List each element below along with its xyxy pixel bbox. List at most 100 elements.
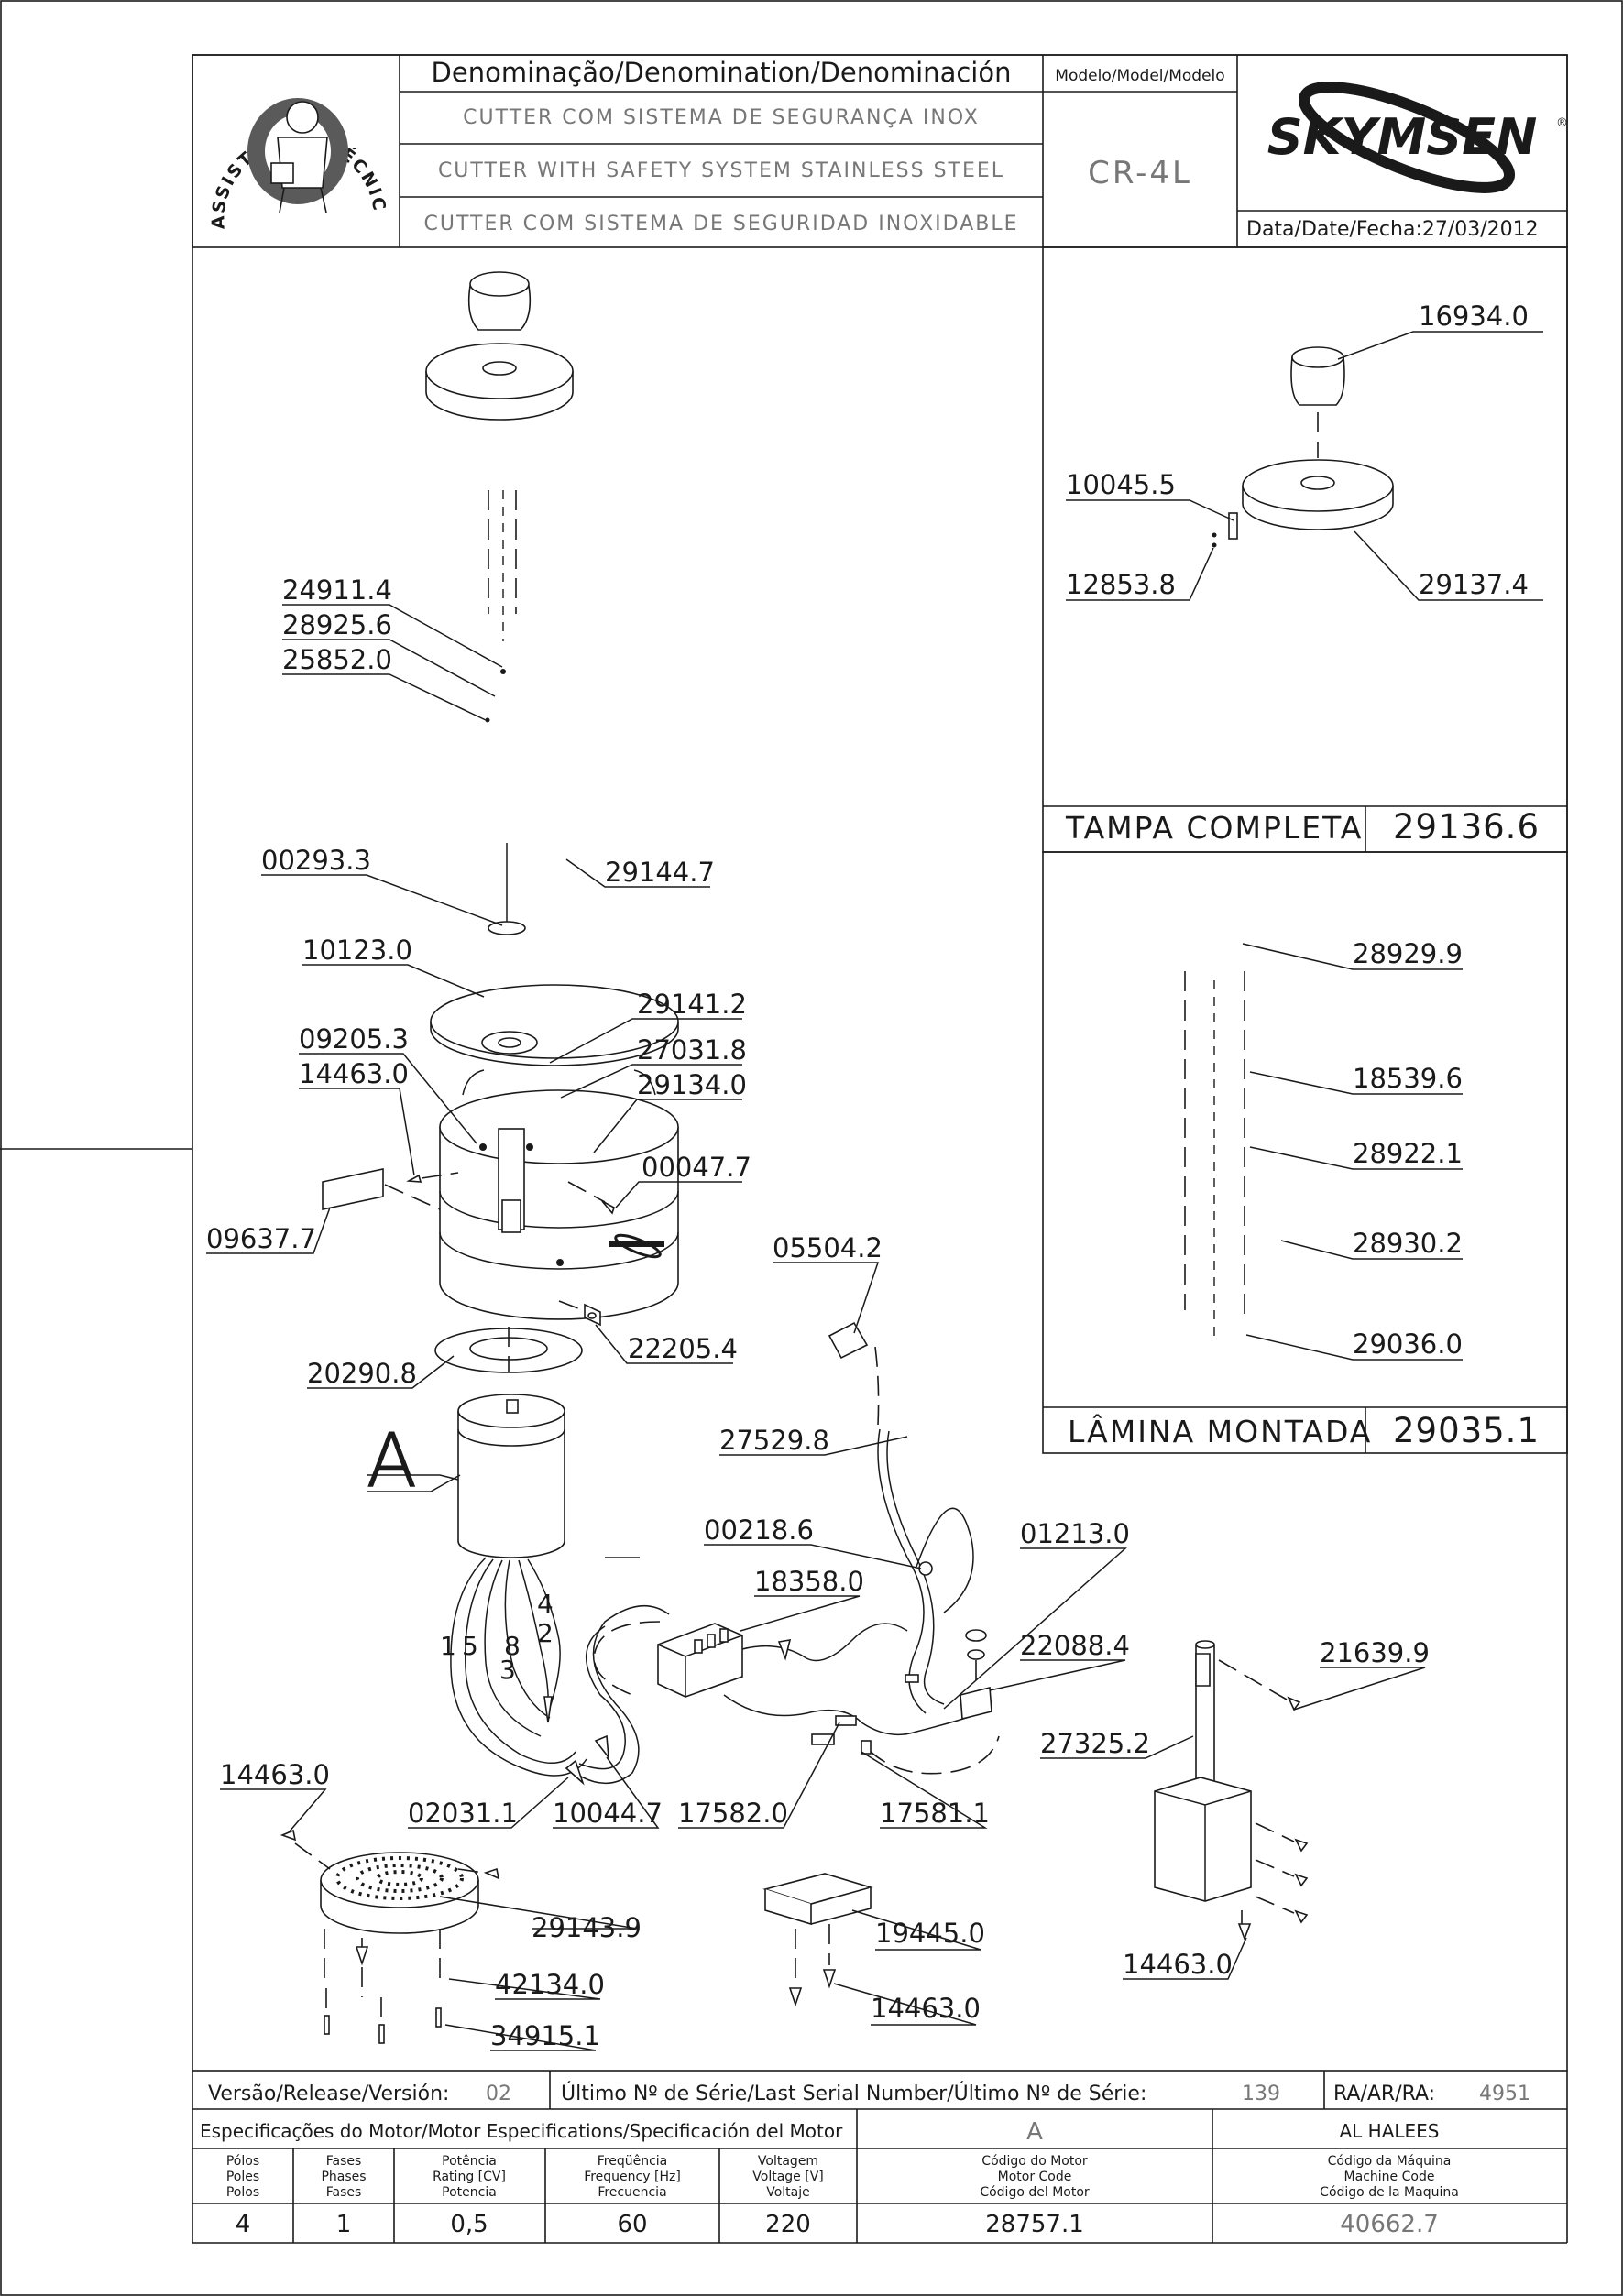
- part-label: 34915.1: [490, 2020, 600, 2051]
- skymsen-logo: SKYMSEN ®: [1267, 82, 1568, 193]
- part-label: 09637.7: [206, 1223, 316, 1254]
- blade-assembly-title: LÂMINA MONTADA: [1068, 1413, 1372, 1449]
- svg-text:Rating [CV]: Rating [CV]: [433, 2170, 506, 2184]
- svg-text:Código de la Maquina: Código de la Maquina: [1320, 2185, 1459, 2200]
- spec-column-machine-code: Código da Máquina Machine Code Código de…: [1320, 2154, 1459, 2238]
- wire-number: 8: [504, 1631, 521, 1661]
- spec-column-poles: Pólos Poles Polos 4: [226, 2154, 259, 2238]
- spec-value: 4: [236, 2211, 251, 2238]
- part-label: 14463.0: [299, 1058, 409, 1089]
- spec-table: Versão/Release/Versión: 02 Último Nº de …: [192, 2071, 1568, 2244]
- spec-column-phases: Fases Phases Fases 1: [321, 2154, 366, 2238]
- part-label: 10045.5: [1066, 469, 1176, 500]
- part-label: 22088.4: [1020, 1630, 1130, 1661]
- svg-text:Phases: Phases: [321, 2170, 366, 2184]
- spec-value: 60: [617, 2211, 647, 2238]
- svg-text:Código da Máquina: Código da Máquina: [1328, 2154, 1452, 2169]
- lid-assembly-title: TAMPA COMPLETA: [1065, 810, 1363, 846]
- part-label: 28925.6: [282, 609, 392, 640]
- svg-text:Voltaje: Voltaje: [766, 2185, 810, 2200]
- svg-text:Código do Motor: Código do Motor: [981, 2154, 1088, 2169]
- part-label: 17582.0: [678, 1798, 788, 1829]
- lid-assembly-code: 29136.6: [1393, 807, 1540, 847]
- part-label: 14463.0: [871, 1993, 981, 2024]
- part-label: 14463.0: [220, 1759, 330, 1790]
- part-label: 17581.1: [880, 1798, 990, 1829]
- technical-assistance-seal: ASSISTÊNCIA TÉCNICA AUTORIZADA: [0, 0, 388, 229]
- part-label: 00047.7: [642, 1152, 751, 1183]
- part-label: 18358.0: [754, 1566, 864, 1597]
- part-label: 02031.1: [408, 1798, 518, 1829]
- part-label: 16934.0: [1419, 301, 1529, 332]
- part-label: 19445.0: [875, 1918, 985, 1949]
- product-name-en: CUTTER WITH SAFETY SYSTEM STAINLESS STEE…: [438, 159, 1004, 182]
- part-label: 27325.2: [1040, 1728, 1150, 1759]
- spec-column-frequency: Freqüência Frequency [Hz] Frecuencia 60: [584, 2154, 681, 2238]
- svg-text:Potencia: Potencia: [442, 2185, 497, 2200]
- part-label: 18539.6: [1353, 1063, 1463, 1094]
- motor-callout-letter: A: [367, 1418, 417, 1503]
- part-label: 09205.3: [299, 1023, 409, 1055]
- lid-assembly-panel: TAMPA COMPLETA 29136.6 16934.0 10045.5 1…: [1042, 246, 1568, 853]
- serial-value: 139: [1242, 2083, 1280, 2105]
- version-value: 02: [486, 2083, 511, 2105]
- svg-text:Código del Motor: Código del Motor: [980, 2185, 1090, 2200]
- part-label: 10123.0: [302, 935, 412, 966]
- part-label: 28930.2: [1353, 1228, 1463, 1259]
- part-label: 24911.4: [282, 574, 392, 606]
- registered-mark-icon: ®: [1556, 116, 1568, 130]
- motor-spec-label: Especificações do Motor/Motor Especifica…: [200, 2120, 843, 2142]
- svg-text:Fases: Fases: [326, 2154, 362, 2169]
- svg-text:Voltage [V]: Voltage [V]: [752, 2170, 823, 2184]
- wire-number: 5: [462, 1631, 478, 1661]
- model-label: Modelo/Model/Modelo: [1055, 67, 1224, 85]
- part-label: 05504.2: [773, 1232, 883, 1263]
- drawing-frame: [192, 54, 1568, 2072]
- blade-assembly-code: 29035.1: [1393, 1411, 1540, 1450]
- motor-letter: A: [1026, 2118, 1043, 2146]
- blade-assembly-panel: LÂMINA MONTADA 29035.1 28929.9 18539.6 2…: [1042, 851, 1568, 1454]
- spec-value: 1: [336, 2211, 352, 2238]
- denomination-title: Denominação/Denomination/Denominación: [432, 57, 1012, 88]
- spec-value: 28757.1: [985, 2211, 1084, 2238]
- customer-name: AL HALEES: [1339, 2120, 1439, 2142]
- svg-text:Potência: Potência: [442, 2154, 497, 2169]
- spec-column-voltage: Voltagem Voltage [V] Voltaje 220: [752, 2154, 823, 2238]
- wire-number: 1: [440, 1631, 456, 1661]
- part-label: 27529.8: [719, 1425, 829, 1456]
- part-label: 00293.3: [261, 845, 371, 876]
- part-label: 10044.7: [553, 1798, 663, 1829]
- serial-label: Último Nº de Série/Last Serial Number/Úl…: [561, 2082, 1146, 2105]
- part-label: 42134.0: [495, 1969, 605, 2000]
- svg-text:Machine Code: Machine Code: [1344, 2170, 1435, 2184]
- model-value: CR-4L: [1088, 155, 1192, 191]
- product-name-pt: CUTTER COM SISTEMA DE SEGURANÇA INOX: [463, 106, 980, 129]
- part-label: 21639.9: [1320, 1637, 1430, 1668]
- brand-name: SKYMSEN: [1267, 108, 1538, 166]
- part-label: 00218.6: [704, 1514, 814, 1546]
- svg-text:Voltagem: Voltagem: [758, 2154, 818, 2169]
- wire-number: 3: [499, 1655, 516, 1685]
- spec-column-rating: Potência Rating [CV] Potencia 0,5: [433, 2154, 506, 2238]
- wire-number: 2: [537, 1618, 554, 1648]
- svg-text:Frequency [Hz]: Frequency [Hz]: [584, 2170, 681, 2184]
- product-name-es: CUTTER COM SISTEMA DE SEGURIDAD INOXIDAB…: [424, 213, 1019, 235]
- ra-label: RA/AR/RA:: [1333, 2083, 1435, 2105]
- version-label: Versão/Release/Versión:: [208, 2083, 449, 2105]
- part-label: 29143.9: [532, 1912, 642, 1943]
- svg-text:Fases: Fases: [326, 2185, 362, 2200]
- svg-text:Freqüência: Freqüência: [598, 2154, 668, 2169]
- part-label: 14463.0: [1123, 1949, 1233, 1980]
- main-exploded-view: 1 5 8 3 4 2: [206, 271, 1430, 2051]
- part-label: 29144.7: [605, 857, 715, 888]
- svg-text:Motor Code: Motor Code: [998, 2170, 1072, 2184]
- part-label: 28922.1: [1353, 1138, 1463, 1169]
- ra-value: 4951: [1479, 2083, 1530, 2105]
- svg-text:Polos: Polos: [226, 2185, 259, 2200]
- part-label: 25852.0: [282, 644, 392, 675]
- part-label: 22205.4: [628, 1333, 738, 1364]
- spec-value: 40662.7: [1340, 2211, 1439, 2238]
- brand-sticker-icon: [609, 1233, 664, 1259]
